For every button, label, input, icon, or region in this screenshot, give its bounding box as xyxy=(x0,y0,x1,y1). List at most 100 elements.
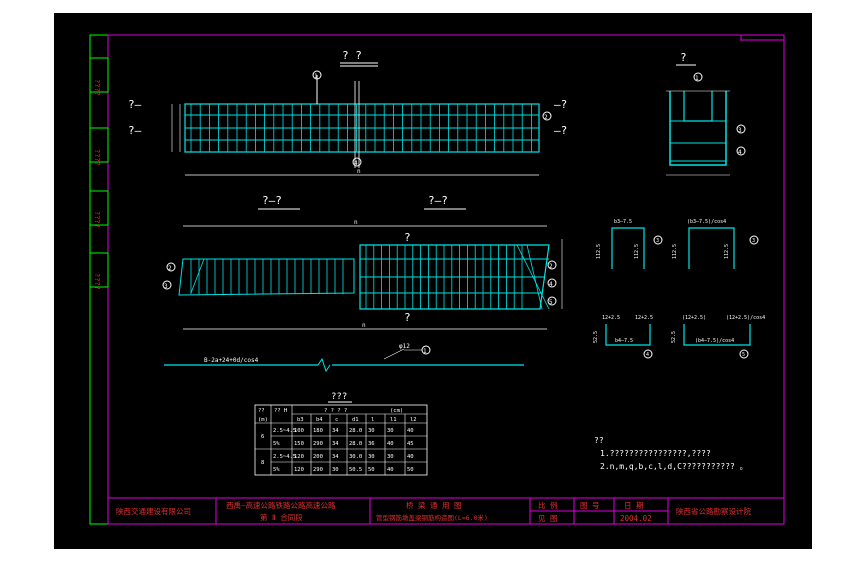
title-block: 陕西交通建设有限公司 西禹—高速公路铁路公路高速公路 第 Ⅱ 合同段 桥 梁 通… xyxy=(107,497,785,525)
side-tabs xyxy=(89,57,109,288)
table-header: c xyxy=(335,417,338,423)
marker-2-right xyxy=(547,260,557,270)
shape4-side: 52.5 xyxy=(593,331,599,343)
table-cell: 34 xyxy=(332,454,339,460)
notes: ?? 1.????????????????,???? 2.n,m,q,b,c,l… xyxy=(594,436,748,471)
shape4-top-left-skew: (12+2.5) xyxy=(682,315,706,321)
section-view[interactable]: ?—? ?—? n ? ? 2 3 xyxy=(162,194,563,330)
marker-3-shape-skew xyxy=(749,235,759,245)
table-header: ?? H xyxy=(274,408,287,414)
corner-tab xyxy=(740,34,785,41)
skew-bar-detail[interactable]: B-2a+24+0d/cos4 φ12 1 xyxy=(164,343,524,373)
marker-4-right xyxy=(547,278,557,288)
table-cell: 30 xyxy=(387,454,394,460)
table-header: (cm) xyxy=(390,408,403,414)
table-header: (m) xyxy=(258,417,268,423)
project-line-1: 西禹—高速公路铁路公路高速公路 xyxy=(226,500,336,510)
table-cell: 290 xyxy=(313,467,323,473)
shape3-skew-label: (b3—7.5)/cos4 xyxy=(687,219,726,225)
dim-bottom-section: n xyxy=(362,322,366,329)
marker-4-elev xyxy=(352,157,362,167)
side-tab-1: ???? xyxy=(93,79,101,96)
svg-text:2: 2 xyxy=(544,114,548,121)
table-cell: 150 xyxy=(294,441,304,447)
marker-5-right xyxy=(547,296,557,306)
svg-text:1: 1 xyxy=(695,75,699,82)
table-cell: 50.5 xyxy=(349,467,362,473)
table-title: ??? xyxy=(331,392,347,402)
table-cell: 36 xyxy=(368,441,375,447)
project-line-2: 第 Ⅱ 合同段 xyxy=(260,512,303,522)
table-header: b3 xyxy=(297,417,304,423)
drawing-title-1: 桥 梁 通 用 图 xyxy=(406,500,462,510)
table-cell: 40 xyxy=(387,441,394,447)
value-scale: 见 图 xyxy=(538,514,558,523)
table-header: l xyxy=(371,417,374,423)
svg-text:4: 4 xyxy=(646,352,649,358)
table-cell: 30 xyxy=(332,467,339,473)
table-cell: 8 xyxy=(261,460,264,466)
marker-3-cross xyxy=(736,124,746,134)
marker-5-shape xyxy=(739,349,749,359)
table-header: d1 xyxy=(352,417,359,423)
shape3-side-label: 112.5 xyxy=(596,244,602,259)
table-cell: 50 xyxy=(407,467,414,473)
bar-label-main: φ12 xyxy=(399,343,410,350)
table-cell: 2.5~4.5 xyxy=(273,428,296,434)
marker-3-section xyxy=(162,280,172,290)
table-header: ? ? ? ? xyxy=(324,408,347,414)
marker-1-cross xyxy=(693,72,703,82)
table-cell: 290 xyxy=(313,441,323,447)
cut-mark-left-2: ?— xyxy=(128,124,142,137)
svg-text:3: 3 xyxy=(752,238,755,244)
svg-text:4: 4 xyxy=(738,149,742,156)
org-name: 陕西交通建设有限公司 xyxy=(116,506,191,516)
table-cell: 5% xyxy=(273,441,280,447)
marker-2-elev xyxy=(542,111,552,121)
drawing-canvas[interactable]: ???? ???? ???? ???? ? ? 1 4 2 xyxy=(54,13,812,549)
svg-text:2: 2 xyxy=(549,263,553,270)
svg-text:5: 5 xyxy=(549,299,553,306)
marker-3-shape xyxy=(653,235,663,245)
cross-section-title: ? xyxy=(680,51,687,64)
dim-top-section: n xyxy=(354,219,358,226)
cut-mark-top: ? xyxy=(404,231,411,244)
table-header: l2 xyxy=(410,417,417,423)
elevation-view[interactable]: ? ? 1 4 2 ?— ?— —? —? n xyxy=(128,49,567,176)
bar-shape-details[interactable]: b3—7.5 112.5 112.5 (b3—7.5)/cos4 112.5 1… xyxy=(593,219,765,359)
marker-4-cross xyxy=(736,146,746,156)
shape4-top-right: 12+2.5 xyxy=(635,315,653,321)
notes-line-1: 1.????????????????,???? xyxy=(600,449,711,458)
svg-text:4: 4 xyxy=(549,281,553,288)
table-cell: 28.0 xyxy=(349,441,362,447)
table-cell: 28.0 xyxy=(349,428,362,434)
svg-text:3: 3 xyxy=(738,127,742,134)
label-number: 图 号 xyxy=(580,501,600,510)
drawing-svg[interactable]: ???? ???? ???? ???? ? ? 1 4 2 xyxy=(54,13,812,549)
svg-text:5: 5 xyxy=(742,352,745,358)
table-cell: 40 xyxy=(407,428,414,434)
dim-skew-label: B-2a+24+0d/cos4 xyxy=(204,357,259,364)
table-cell: 100 xyxy=(294,428,304,434)
shape3-top-label: b3—7.5 xyxy=(614,219,632,225)
svg-text:3: 3 xyxy=(164,283,168,290)
label-scale: 比 例 xyxy=(538,500,558,510)
table-cell: 34 xyxy=(332,428,339,434)
cross-section-view[interactable]: ? 3 4 1 xyxy=(666,51,746,176)
side-tab-3: ???? xyxy=(93,211,101,228)
table-cell: 180 xyxy=(313,428,323,434)
shape4-top-left: 12+2.5 xyxy=(602,315,620,321)
shape3-side-label-2: 112.5 xyxy=(634,244,640,259)
table-cell: 30.0 xyxy=(349,454,362,460)
cut-mark-left-1: ?— xyxy=(128,98,142,111)
notes-line-2: 2.n,m,q,b,c,l,d,C??????????? 。 xyxy=(600,462,748,471)
section-title-left: ?—? xyxy=(262,194,282,207)
table-cell: 34 xyxy=(332,441,339,447)
cut-mark-bottom: ? xyxy=(404,311,411,324)
cut-mark-right-2: —? xyxy=(554,124,567,137)
drawing-title-2: 管型钢筋墩盖梁钢筋构造图(L=6.0米) xyxy=(376,513,488,522)
table-cell: 40 xyxy=(387,467,394,473)
table-cell: 120 xyxy=(294,467,304,473)
